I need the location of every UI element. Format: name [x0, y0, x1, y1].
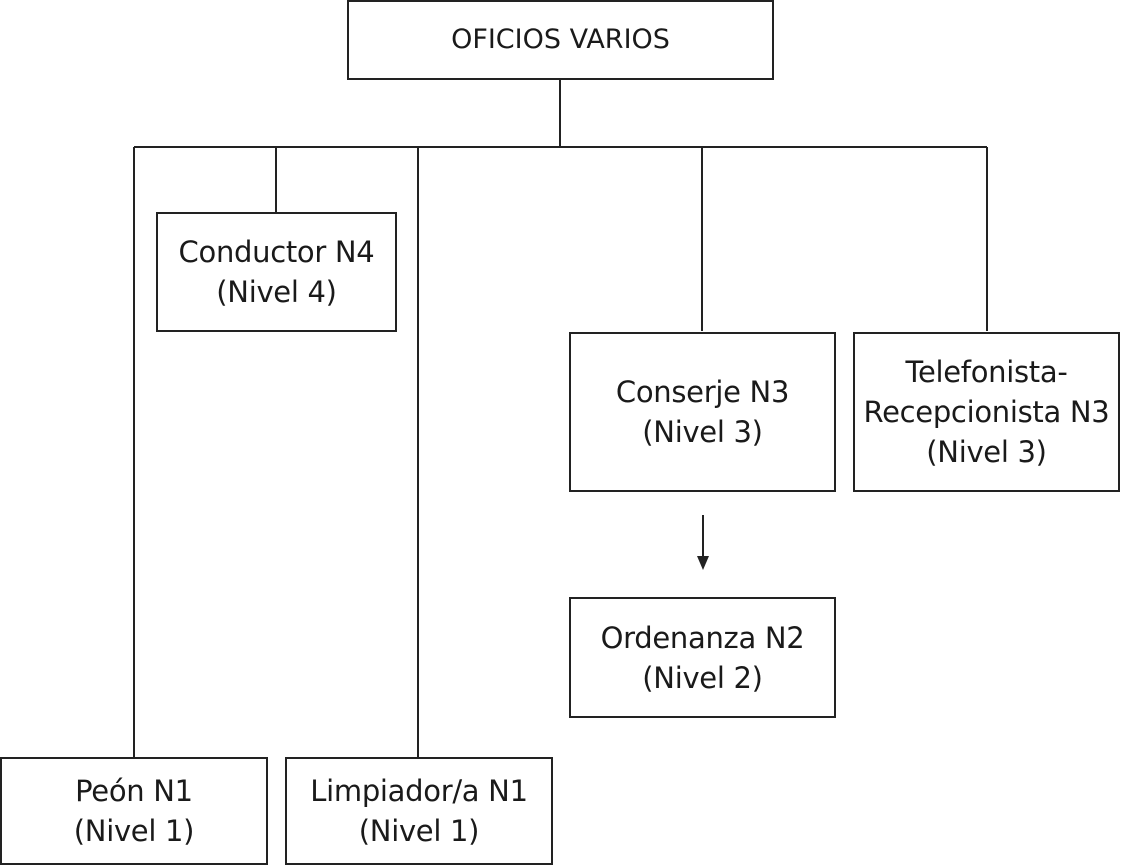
node-limpiador-level: (Nivel 1): [358, 814, 480, 848]
node-ordenanza-name: Ordenanza N2: [600, 620, 805, 655]
node-conserje-level: (Nivel 3): [642, 415, 763, 449]
node-conserje-name: Conserje N3: [615, 375, 790, 409]
node-limpiador-name: Limpiador/a N1: [310, 774, 528, 808]
node-ordenanza-level: (Nivel 2): [642, 660, 763, 695]
node-telefonista: Telefonista- Recepcionista N3 (Nivel 3): [853, 332, 1120, 492]
node-conductor-name: Conductor N4: [178, 235, 375, 269]
node-peon-name: Peón N1: [75, 774, 193, 808]
node-limpiador: Limpiador/a N1 (Nivel 1): [285, 757, 553, 865]
node-conductor: Conductor N4 (Nivel 4): [156, 212, 397, 332]
root-node-title: OFICIOS VARIOS: [451, 24, 670, 55]
node-telefonista-name-line1: Telefonista-: [905, 355, 1068, 389]
node-conductor-level: (Nivel 4): [216, 275, 337, 309]
node-peon: Peón N1 (Nivel 1): [0, 757, 268, 865]
node-ordenanza: Ordenanza N2 (Nivel 2): [569, 597, 836, 718]
arrow-head-icon: [697, 556, 709, 570]
node-telefonista-level: (Nivel 3): [926, 435, 1047, 469]
node-peon-level: (Nivel 1): [73, 814, 195, 848]
root-node-oficios-varios: OFICIOS VARIOS: [347, 0, 774, 80]
node-conserje: Conserje N3 (Nivel 3): [569, 332, 836, 492]
node-telefonista-name-line2: Recepcionista N3: [863, 395, 1110, 429]
